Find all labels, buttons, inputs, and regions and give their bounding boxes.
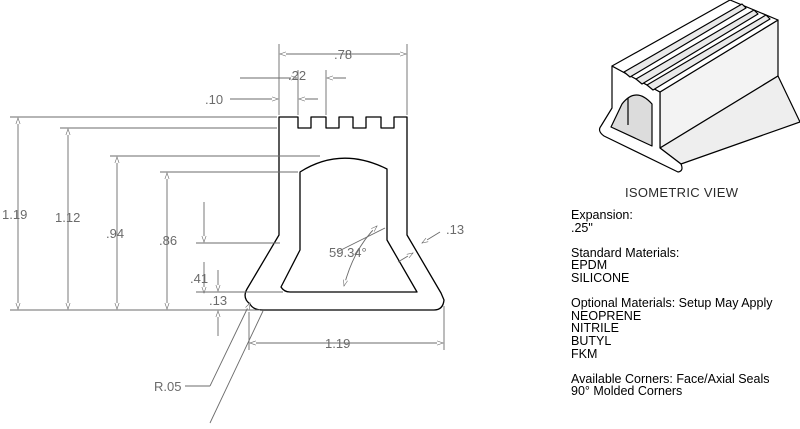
iso-rib-2: [635, 9, 759, 85]
dim-height-041: .41: [190, 271, 208, 286]
iso-rib-1: [623, 3, 747, 78]
optional-material-item: FKM: [571, 346, 598, 361]
seal-profile: [244, 116, 445, 311]
dim-overall-height: 1.19: [2, 207, 27, 222]
dim-height-086: .86: [159, 233, 177, 248]
corners-value: 90° Molded Corners: [571, 384, 683, 399]
specifications-panel: Expansion: .25" Standard Materials: EPDM…: [571, 209, 799, 411]
isometric-view: [598, 0, 800, 173]
dimension-lines: [10, 44, 445, 424]
profile-outer-outline: [244, 116, 445, 311]
expansion-value: .25": [571, 220, 593, 235]
dim-tooth-pitch: .22: [288, 68, 306, 83]
dimension-labels: .78 .22 .10 1.19 1.12 .94 .86 .41 .13 .1…: [2, 47, 464, 394]
optional-material-item: NEOPRENE: [571, 308, 642, 323]
optional-material-item: NITRILE: [571, 321, 619, 336]
standard-materials-label: Standard Materials:: [571, 245, 680, 260]
corners-block: Available Corners: Face/Axial Seals 90° …: [571, 373, 799, 398]
expansion-label: Expansion:: [571, 208, 633, 222]
profile-inner-cavity: [280, 157, 418, 293]
standard-material-item: EPDM: [571, 258, 608, 273]
dim-thickness-side: .13: [446, 222, 464, 237]
dim-height-112: 1.12: [55, 210, 80, 225]
dim-height-094: .94: [106, 226, 124, 241]
dim-thickness-bottom: .13: [209, 293, 227, 308]
iso-cavity: [610, 94, 653, 147]
dim-tooth-width: .10: [205, 92, 223, 107]
corners-label: Available Corners: Face/Axial Seals: [571, 371, 770, 386]
standard-materials-block: Standard Materials: EPDM SILICONE: [571, 247, 799, 285]
dim-base-width: 1.19: [325, 336, 350, 351]
dim-angle: 59.34°: [329, 245, 367, 260]
iso-rib-3: [646, 14, 771, 91]
optional-material-item: BUTYL: [571, 333, 612, 348]
optional-materials-block: Optional Materials: Setup May Apply NEOP…: [571, 297, 799, 360]
standard-material-item: SILICONE: [571, 270, 630, 285]
dim-radius: R.05: [154, 379, 181, 394]
dim-width-top: .78: [334, 47, 352, 62]
isometric-view-label: ISOMETRIC VIEW: [625, 185, 739, 200]
expansion-block: Expansion: .25": [571, 209, 799, 234]
optional-materials-label: Optional Materials: Setup May Apply: [571, 296, 773, 311]
